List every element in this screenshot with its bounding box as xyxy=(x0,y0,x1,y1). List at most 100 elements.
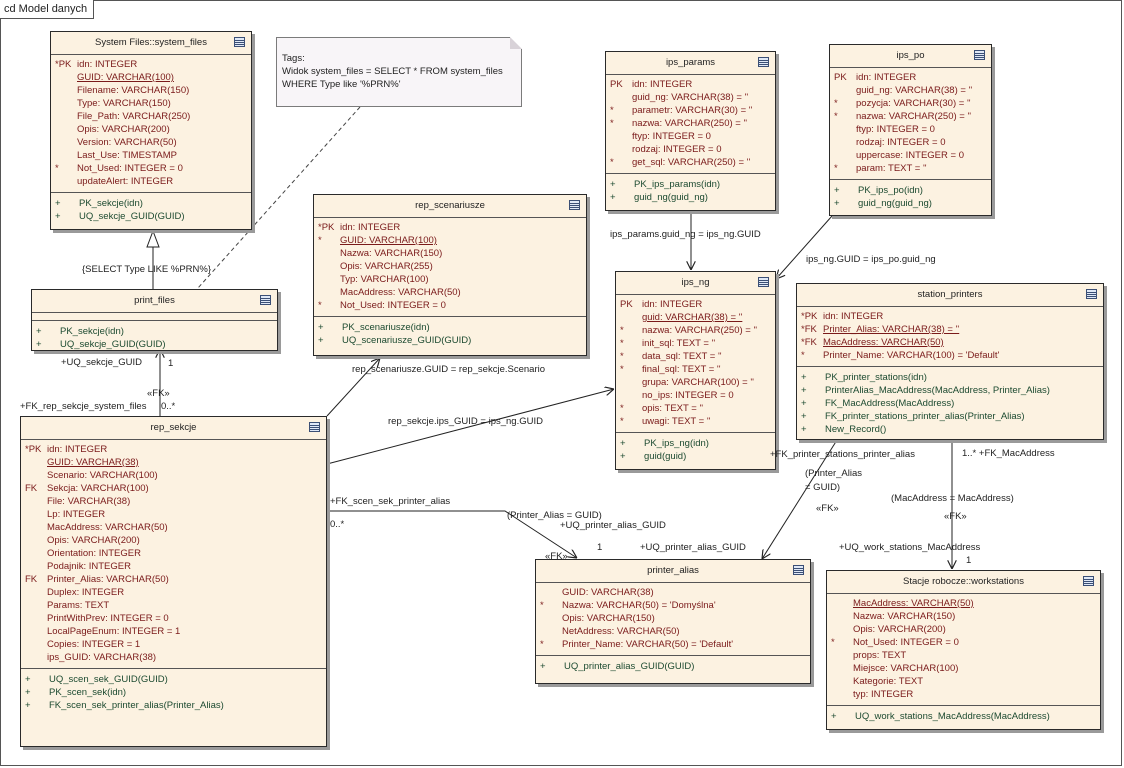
class-print-files[interactable]: print_files +PK_sekcje(idn)+UQ_sekcje_GU… xyxy=(31,289,278,351)
operation-text: UQ_work_stations_MacAddress(MacAddress) xyxy=(855,711,1050,722)
attribute-row: File: VARCHAR(38) xyxy=(25,495,322,508)
attribute-text: idn: INTEGER xyxy=(856,72,917,83)
attribute-row: ftyp: INTEGER = 0 xyxy=(834,123,987,136)
attribute-text: File_Path: VARCHAR(250) xyxy=(77,111,191,122)
operation-text: UQ_scen_sek_GUID(GUID) xyxy=(49,674,168,685)
attribute-text: Sekcja: VARCHAR(100) xyxy=(47,483,149,494)
attribute-stereotype: * xyxy=(610,157,614,168)
rep-sekcje-scenariusze-line xyxy=(326,358,380,417)
operation-list: +PK_ips_params(idn)+guid_ng(guid_ng) xyxy=(606,174,775,208)
operation-text: PK_printer_stations(idn) xyxy=(825,372,927,383)
attribute-text: Orientation: INTEGER xyxy=(47,548,141,559)
class-title: rep_sekcje xyxy=(150,422,197,433)
attribute-row: Opis: VARCHAR(200) xyxy=(831,623,1096,636)
operation-visibility: + xyxy=(318,322,324,333)
attribute-row: Opis: VARCHAR(200) xyxy=(25,534,322,547)
rep-sekcje-printer-alias-line xyxy=(327,510,577,558)
attribute-text: Typ: VARCHAR(100) xyxy=(340,274,429,285)
role-label: +UQ_sekcje_GUID xyxy=(61,357,143,368)
operation-list: +PK_sekcje(idn)+UQ_sekcje_GUID(GUID) xyxy=(32,321,277,355)
operation-text: UQ_printer_alias_GUID(GUID) xyxy=(564,661,695,672)
operation-row: +New_Record() xyxy=(801,423,1099,436)
table-icon xyxy=(1083,576,1094,586)
attribute-row: *nazwa: VARCHAR(250) = '' xyxy=(610,117,771,130)
attribute-text: data_sql: TEXT = '' xyxy=(642,351,722,362)
attribute-row: Kategorie: TEXT xyxy=(831,675,1096,688)
attribute-row: *Nazwa: VARCHAR(50) = 'Domyślna' xyxy=(540,599,806,612)
attribute-row: MacAddress: VARCHAR(50) xyxy=(318,286,582,299)
attribute-text: Printer_Name: VARCHAR(100) = 'Default' xyxy=(823,350,1000,361)
attribute-stereotype: *PK xyxy=(55,59,72,70)
attribute-text: Filename: VARCHAR(150) xyxy=(77,85,190,96)
note-line: WHERE Type like '%PRN%' xyxy=(282,79,401,90)
attribute-row: rodzaj: INTEGER = 0 xyxy=(834,136,987,149)
attribute-text: init_sql: TEXT = '' xyxy=(642,338,716,349)
attribute-row: GUID: VARCHAR(100) xyxy=(55,71,247,84)
attribute-row: *Not_Used: INTEGER = 0 xyxy=(831,636,1096,649)
attribute-row: rodzaj: INTEGER = 0 xyxy=(610,143,771,156)
attribute-text: guid: VARCHAR(38) = '' xyxy=(642,312,743,323)
diagram-title: cd Model danych xyxy=(0,0,95,19)
association-label: (Printer_Alias xyxy=(805,468,863,479)
attribute-text: Printer_Alias: VARCHAR(50) xyxy=(47,574,169,585)
attribute-text: Podajnik: INTEGER xyxy=(47,561,131,572)
operation-text: guid_ng(guid_ng) xyxy=(634,192,708,203)
class-workstations[interactable]: Stacje robocze::workstations MacAddress:… xyxy=(826,570,1101,730)
attribute-text: Type: VARCHAR(150) xyxy=(77,98,171,109)
attribute-text: Version: VARCHAR(50) xyxy=(77,137,177,148)
attribute-stereotype: *PK xyxy=(25,444,42,455)
attribute-text: parametr: VARCHAR(30) = '' xyxy=(632,105,753,116)
attribute-text: idn: INTEGER xyxy=(632,79,693,90)
attribute-row: *Not_Used: INTEGER = 0 xyxy=(318,299,582,312)
attribute-row: Podajnik: INTEGER xyxy=(25,560,322,573)
operation-visibility: + xyxy=(620,451,626,462)
attribute-row: FK Printer_Alias: VARCHAR(50) xyxy=(25,573,322,586)
attribute-stereotype: *FK xyxy=(801,324,817,335)
operation-text: FK_scen_sek_printer_alias(Printer_Alias) xyxy=(49,700,224,711)
table-icon xyxy=(758,57,769,67)
constraint-label: {SELECT Type LIKE %PRN%} xyxy=(82,264,212,275)
attribute-text: Nazwa: VARCHAR(150) xyxy=(853,611,956,622)
table-icon xyxy=(974,50,985,60)
attribute-row: *data_sql: TEXT = '' xyxy=(620,350,771,363)
attribute-list xyxy=(32,313,277,321)
attribute-row: Type: VARCHAR(150) xyxy=(55,97,247,110)
attribute-row: Lp: INTEGER xyxy=(25,508,322,521)
attribute-row: ftyp: INTEGER = 0 xyxy=(610,130,771,143)
attribute-stereotype: PK xyxy=(610,79,623,90)
attribute-text: rodzaj: INTEGER = 0 xyxy=(632,144,722,155)
attribute-stereotype: * xyxy=(610,105,614,116)
multiplicity-label: 0..* xyxy=(330,519,345,530)
operation-list: +UQ_work_stations_MacAddress(MacAddress) xyxy=(827,706,1100,727)
operation-list: +UQ_printer_alias_GUID(GUID) xyxy=(536,656,810,677)
attribute-text: ips_GUID: VARCHAR(38) xyxy=(47,652,157,663)
attribute-text: typ: INTEGER xyxy=(853,689,914,700)
attribute-row: props: TEXT xyxy=(831,649,1096,662)
role-label: +UQ_printer_alias_GUID xyxy=(560,520,666,531)
attribute-text: Not_Used: INTEGER = 0 xyxy=(77,163,183,174)
class-printer-alias[interactable]: printer_alias GUID: VARCHAR(38)*Nazwa: V… xyxy=(535,559,811,684)
operation-list: +PK_sekcje(idn)+UQ_sekcje_GUID(GUID) xyxy=(51,193,251,227)
stereotype-label: «FK» xyxy=(545,551,568,562)
attribute-text: Nazwa: VARCHAR(50) = 'Domyślna' xyxy=(562,600,716,611)
attribute-row: Params: TEXT xyxy=(25,599,322,612)
multiplicity-label: 1 xyxy=(966,555,972,566)
operation-row: +PK_ips_po(idn) xyxy=(834,184,987,197)
attribute-row: GUID: VARCHAR(38) xyxy=(25,456,322,469)
stereotype-label: «FK» xyxy=(816,503,839,514)
attribute-stereotype: FK xyxy=(25,574,38,585)
operation-row: +UQ_sekcje_GUID(GUID) xyxy=(55,210,247,223)
